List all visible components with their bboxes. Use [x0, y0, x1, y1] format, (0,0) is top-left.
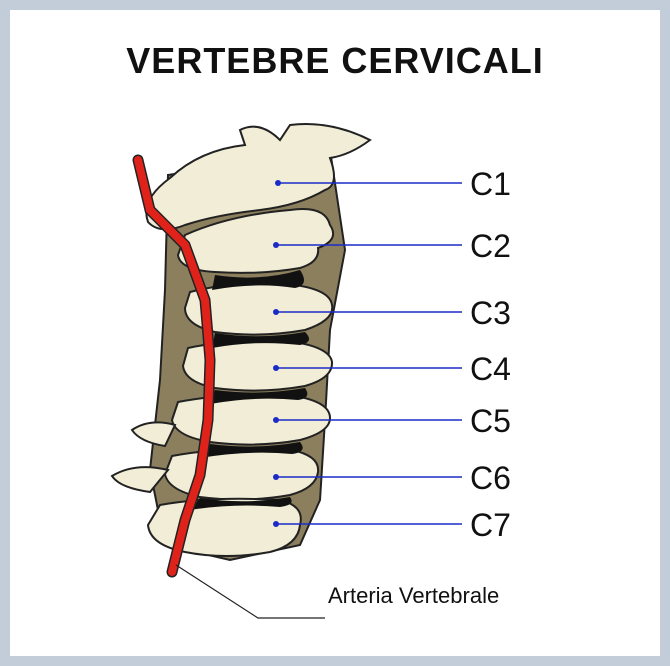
label-c5: C5 — [470, 403, 511, 440]
label-c2: C2 — [470, 228, 511, 265]
label-c1: C1 — [470, 166, 511, 203]
label-c3: C3 — [470, 295, 511, 332]
label-c6: C6 — [470, 460, 511, 497]
vertebra-c7-shape — [148, 499, 301, 556]
leader-dot-c7 — [273, 521, 279, 527]
leader-dot-c5 — [273, 417, 279, 423]
leader-dot-c2 — [273, 242, 279, 248]
label-c7: C7 — [470, 507, 511, 544]
vertebra-c6-shape — [165, 449, 318, 500]
leader-dot-c1 — [275, 180, 281, 186]
label-c4: C4 — [470, 351, 511, 388]
leader-dot-c6 — [273, 474, 279, 480]
leader-dot-c4 — [273, 365, 279, 371]
leader-dot-c3 — [273, 309, 279, 315]
artery-label: Arteria Vertebrale — [328, 583, 499, 609]
artery-leader-line — [176, 565, 325, 618]
